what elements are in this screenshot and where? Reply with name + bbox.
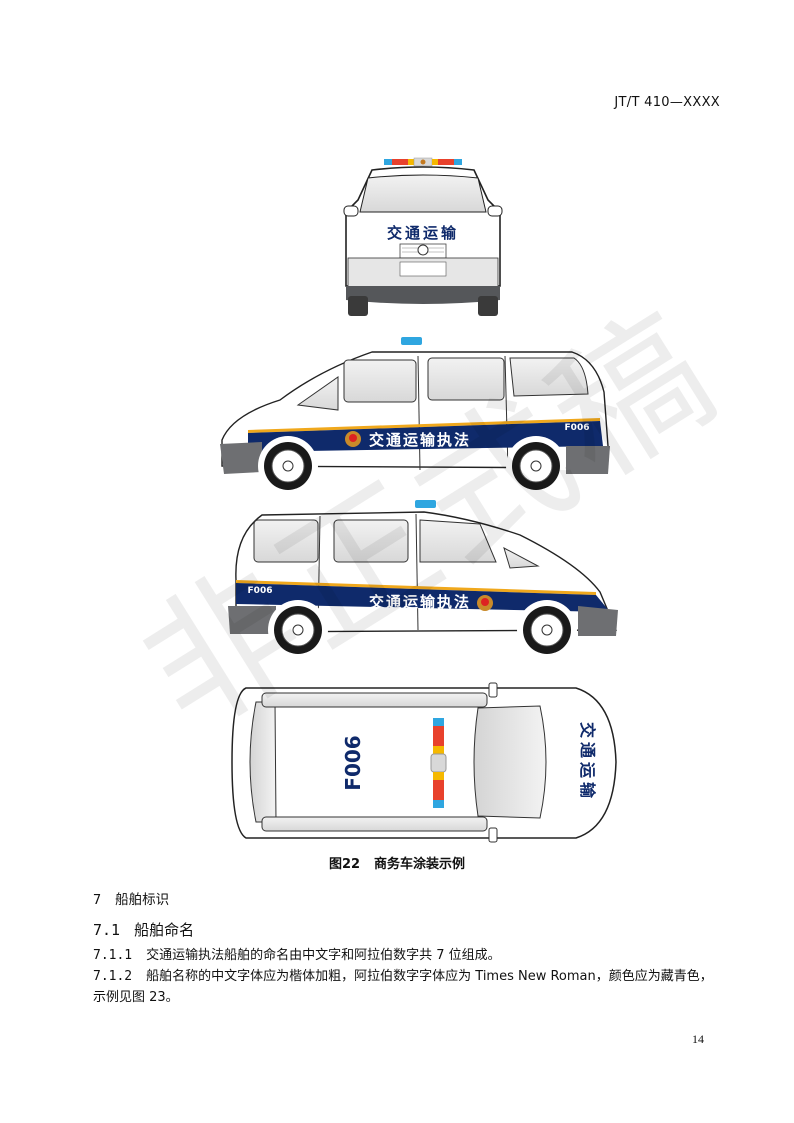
clause-number: 7.1.1 <box>93 948 133 963</box>
side-right-number: F006 <box>248 586 273 596</box>
page-number: 14 <box>692 1032 704 1046</box>
side-view-right: F006 交通运输执法 <box>228 500 618 660</box>
paragraph-7-1-1: 7.1.1 交通运输执法船舶的命名由中文字和阿拉伯数字共 7 位组成。 <box>93 945 713 966</box>
top-view: F006 交通运输 <box>231 682 617 843</box>
figure-number: 图22 <box>328 857 361 872</box>
top-hood-text: 交通运输 <box>578 722 597 802</box>
section-title: 船舶标识 <box>115 892 170 908</box>
clause-text: 交通运输执法船舶的命名由中文字和阿拉伯数字共 7 位组成。 <box>146 948 501 963</box>
section-number: 7.1 <box>93 921 121 939</box>
vehicle-livery-figure: 交通运输 交通运输执法 F006 <box>220 157 618 843</box>
section-title: 船舶命名 <box>134 921 195 939</box>
side-right-body-text: 交通运输执法 <box>369 593 471 611</box>
section-7-1-heading: 7.1 船舶命名 <box>93 919 194 940</box>
clause-text: 船舶名称的中文字体应为楷体加粗，阿拉伯数字字体应为 Times New Roma… <box>93 969 713 1005</box>
front-view: 交通运输 <box>343 157 503 316</box>
side-left-number: F006 <box>565 423 590 433</box>
top-roof-number: F006 <box>341 735 365 790</box>
side-left-body-text: 交通运输执法 <box>369 431 471 449</box>
figure-caption: 图22 商务车涂装示例 <box>0 853 794 872</box>
standard-code: JT/T 410—XXXX <box>614 95 720 110</box>
section-number: 7 <box>93 892 102 908</box>
figure-title: 商务车涂装示例 <box>374 857 466 872</box>
clause-number: 7.1.2 <box>93 969 133 984</box>
side-view-left: 交通运输执法 F006 <box>220 337 610 496</box>
section-7-heading: 7 船舶标识 <box>93 888 169 908</box>
front-hood-text: 交通运输 <box>387 224 459 242</box>
